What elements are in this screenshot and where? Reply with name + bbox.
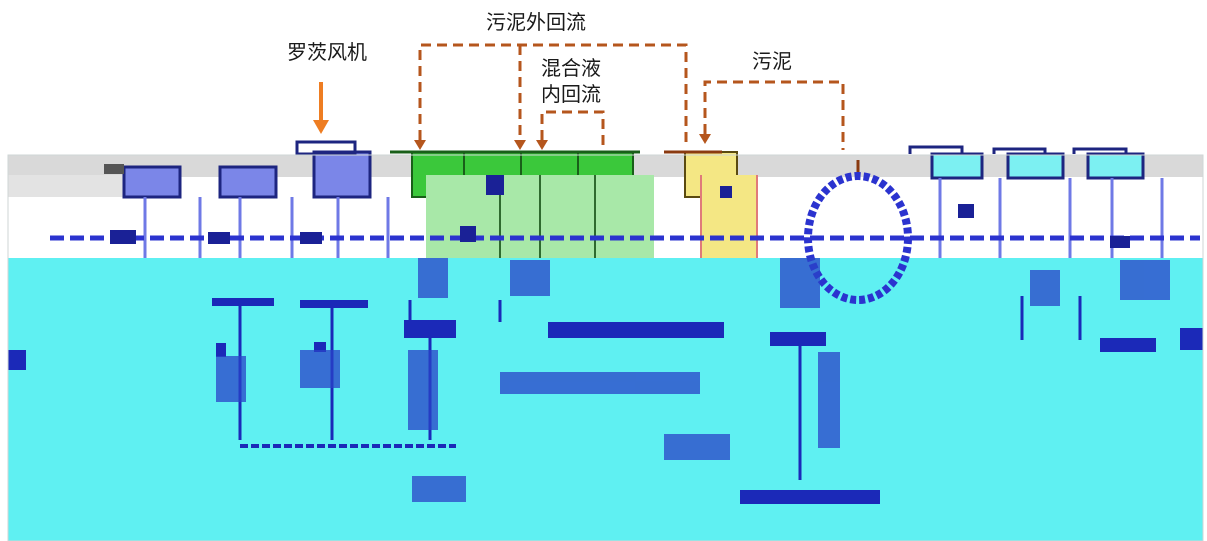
blower-unit-1 (122, 165, 182, 199)
label-internal-return: 内回流 (541, 82, 601, 106)
treatment-basin (8, 258, 1203, 541)
right-tanks (930, 152, 1145, 180)
right-tank-1 (930, 152, 984, 180)
label-sludge-external-return: 污泥外回流 (486, 10, 586, 34)
anoxic-tanks (390, 150, 654, 258)
blower-hood (295, 140, 357, 156)
blower-arrow-head (313, 120, 329, 134)
right-tank-3 (1086, 152, 1145, 180)
blower-inlet (104, 164, 124, 174)
blower-units (122, 150, 372, 199)
sludge-line (703, 80, 845, 150)
basin-patterns (216, 258, 1170, 502)
internal-return-line (540, 110, 605, 146)
label-roots-blower: 罗茨风机 (287, 40, 367, 64)
label-mixed-liquor: 混合液 (541, 56, 601, 80)
blower-unit-2 (218, 165, 278, 199)
right-tank-2 (1006, 152, 1065, 180)
left-deck-strip (8, 175, 128, 197)
return-arrowheads (414, 134, 711, 150)
basin-piping (8, 298, 1203, 504)
clarifier (804, 172, 912, 304)
blower-unit-3 (312, 150, 372, 199)
pipe-blocks (110, 175, 1130, 248)
external-return-line (418, 43, 688, 146)
return-lines (418, 43, 845, 150)
label-sludge: 污泥 (752, 49, 792, 73)
